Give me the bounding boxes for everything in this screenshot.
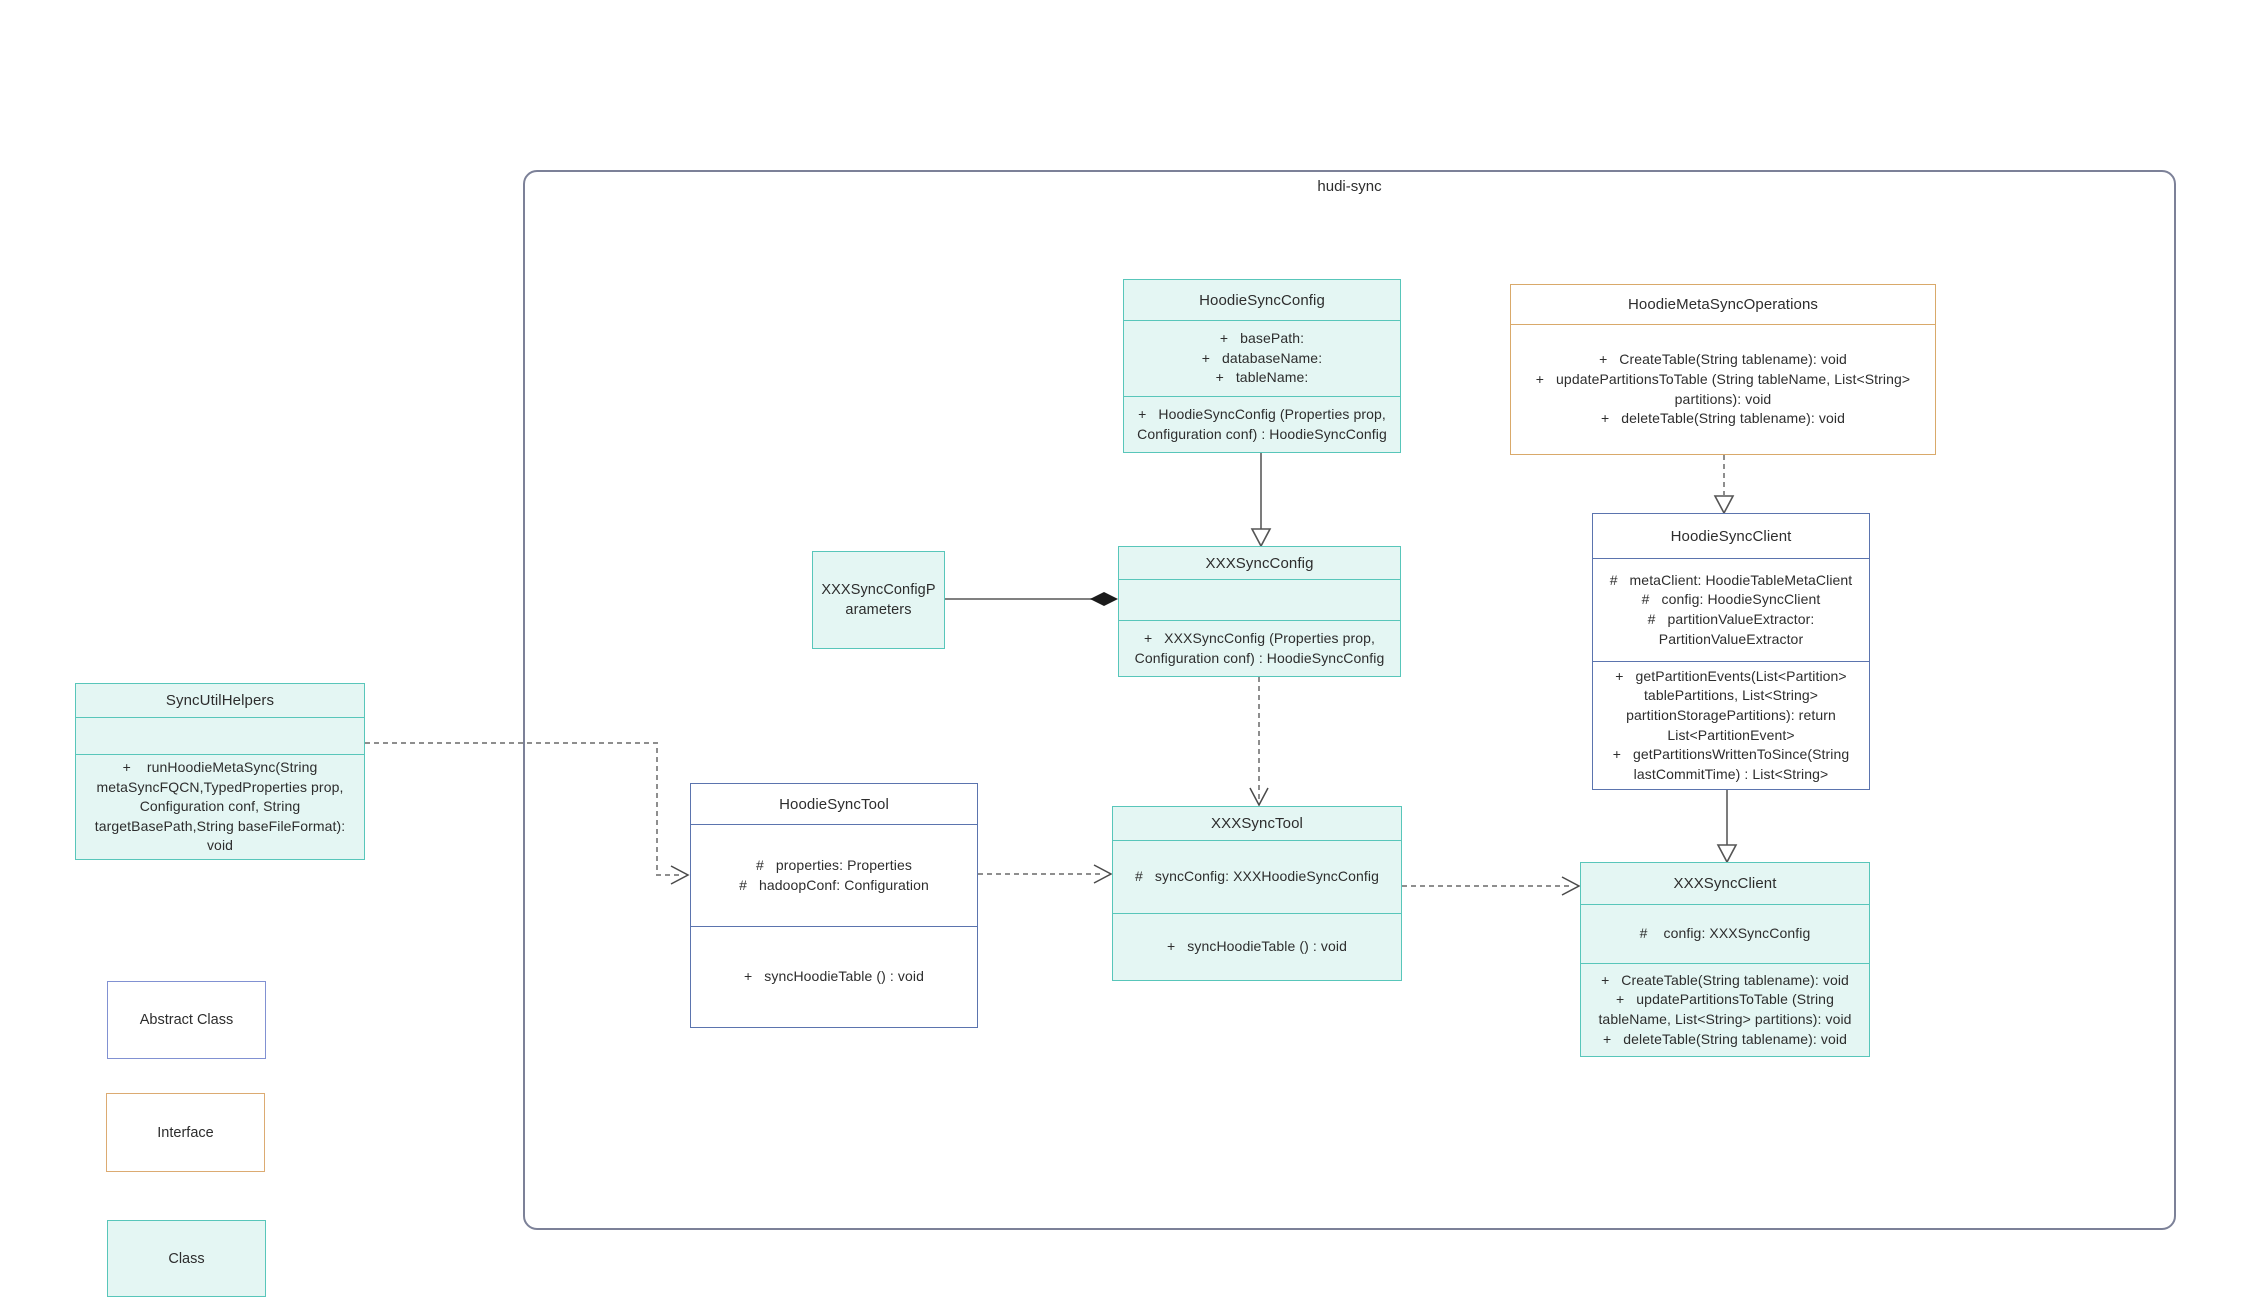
field-line: # syncConfig: XXXHoodieSyncConfig [1135, 868, 1379, 885]
package-hudi-sync-label: hudi-sync [1317, 178, 1382, 195]
class-box-xxx-sync-config[interactable]: XXXSyncConfig + XXXSyncConfig (Propertie… [1118, 546, 1401, 677]
class-title: XXXSyncTool [1211, 815, 1303, 832]
method-line: + getPartitionsWrittenToSince(String las… [1612, 746, 1854, 782]
class-methods: + CreateTable(String tablename): void + … [1581, 963, 1869, 1056]
method-line: + HoodieSyncConfig (Properties prop, Con… [1137, 405, 1390, 442]
class-fields-empty [1119, 579, 1400, 620]
legend-class-label: Class [168, 1250, 205, 1267]
abstract-class-box-hoodie-sync-tool[interactable]: HoodieSyncTool # properties: Properties … [690, 783, 978, 1028]
class-title: XXXSyncClient [1673, 875, 1777, 892]
abstract-class-box-hoodie-sync-client[interactable]: HoodieSyncClient # metaClient: HoodieTab… [1592, 513, 1870, 790]
class-methods: + XXXSyncConfig (Properties prop, Config… [1119, 620, 1400, 676]
method-line: + deleteTable(String tablename): void [1601, 410, 1845, 427]
method-line: + syncHoodieTable () : void [1167, 938, 1347, 955]
method-line: + XXXSyncConfig (Properties prop, Config… [1134, 629, 1385, 666]
class-box-xxx-sync-config-parameters[interactable]: XXXSyncConfigParameters [812, 551, 945, 649]
field-line: # config: HoodieSyncClient [1641, 591, 1821, 608]
class-title: XXXSyncConfig [1205, 554, 1314, 572]
method-line: + CreateTable(String tablename): void [1599, 351, 1847, 368]
method-line: + syncHoodieTable () : void [744, 968, 924, 985]
class-fields-empty [76, 717, 364, 754]
class-methods: + CreateTable(String tablename): void + … [1511, 324, 1935, 454]
class-title: HoodieSyncClient [1670, 527, 1792, 545]
class-fields: # metaClient: HoodieTableMetaClient # co… [1593, 558, 1869, 661]
class-fields: # config: XXXSyncConfig [1581, 904, 1869, 963]
class-methods: + getPartitionEvents(List<Partition> tab… [1593, 661, 1869, 789]
interface-box-hoodie-meta-sync-operations[interactable]: HoodieMetaSyncOperations + CreateTable(S… [1510, 284, 1936, 455]
class-box-xxx-sync-tool[interactable]: XXXSyncTool # syncConfig: XXXHoodieSyncC… [1112, 806, 1402, 981]
class-methods: + syncHoodieTable () : void [691, 926, 977, 1027]
method-line: + updatePartitionsToTable (String tableN… [1535, 370, 1915, 407]
legend-class[interactable]: Class [107, 1220, 266, 1297]
class-fields: + basePath: + databaseName: + tableName: [1124, 320, 1400, 396]
field-line: # metaClient: HoodieTableMetaClient [1609, 571, 1853, 588]
field-line: # config: XXXSyncConfig [1639, 925, 1811, 942]
class-title: HoodieSyncTool [779, 795, 889, 813]
field-line: + databaseName: [1201, 349, 1323, 366]
class-title: XXXSyncConfigParameters [821, 581, 936, 618]
class-methods: + syncHoodieTable () : void [1113, 913, 1401, 980]
class-fields: # syncConfig: XXXHoodieSyncConfig [1113, 840, 1401, 913]
field-line: # properties: Properties [756, 856, 912, 873]
class-fields: # properties: Properties # hadoopConf: C… [691, 824, 977, 926]
legend-abstract-class[interactable]: Abstract Class [107, 981, 266, 1059]
field-line: + basePath: [1219, 330, 1305, 347]
method-line: + updatePartitionsToTable (String tableN… [1598, 991, 1852, 1027]
class-box-hoodie-sync-config[interactable]: HoodieSyncConfig + basePath: + databaseN… [1123, 279, 1401, 453]
field-line: # partitionValueExtractor: PartitionValu… [1647, 611, 1819, 647]
class-methods: + HoodieSyncConfig (Properties prop, Con… [1124, 396, 1400, 452]
legend-interface-label: Interface [157, 1124, 214, 1141]
class-box-xxx-sync-client[interactable]: XXXSyncClient # config: XXXSyncConfig + … [1580, 862, 1870, 1057]
class-methods: + runHoodieMetaSync(String metaSyncFQCN,… [76, 754, 364, 859]
field-line: # hadoopConf: Configuration [739, 876, 929, 893]
class-title: HoodieSyncConfig [1199, 291, 1325, 309]
class-box-sync-util-helpers[interactable]: SyncUtilHelpers + runHoodieMetaSync(Stri… [75, 683, 365, 860]
class-title: HoodieMetaSyncOperations [1627, 296, 1818, 313]
method-line: + CreateTable(String tablename): void [1601, 971, 1849, 988]
legend-abstract-class-label: Abstract Class [139, 1012, 234, 1028]
method-line: + runHoodieMetaSync(String metaSyncFQCN,… [94, 759, 350, 854]
method-line: + getPartitionEvents(List<Partition> tab… [1615, 667, 1851, 743]
class-title: SyncUtilHelpers [165, 692, 275, 710]
legend-interface[interactable]: Interface [106, 1093, 265, 1172]
method-line: + deleteTable(String tablename): void [1603, 1030, 1847, 1047]
field-line: + tableName: [1215, 369, 1309, 386]
